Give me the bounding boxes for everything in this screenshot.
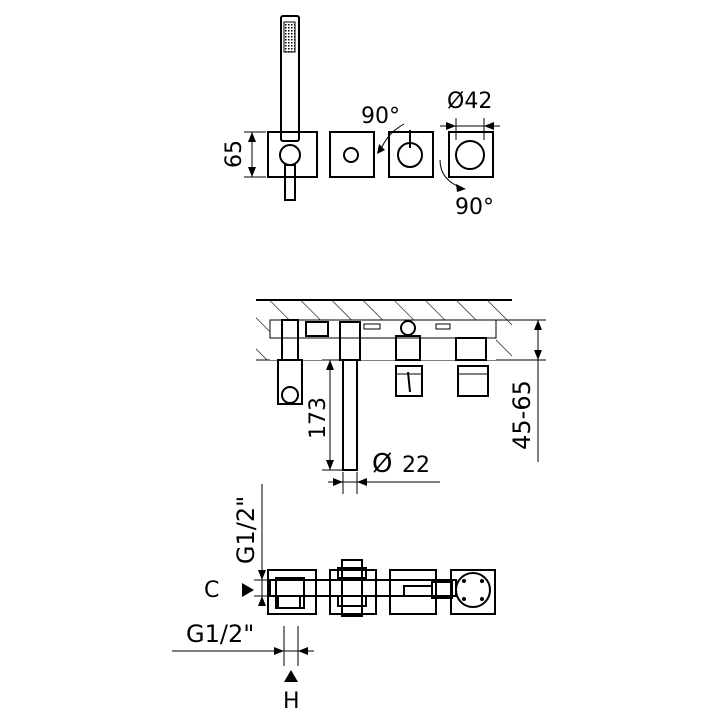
diameter-42-label: Ø42: [447, 89, 492, 114]
mixer-plate: [448, 131, 494, 178]
cold-label: C: [204, 578, 219, 603]
wall-depth-label: 45-65: [508, 380, 536, 450]
shower-hose-outlet: [284, 164, 296, 201]
spout-plate: [329, 131, 375, 178]
spout-173-label: 173: [306, 397, 331, 439]
angle-top-label: 90°: [361, 104, 400, 129]
shower-holder: [279, 144, 301, 166]
thread-bottom-label: G1/2": [186, 620, 254, 648]
body-view: G1/2" C G1/2" H: [172, 484, 496, 714]
shower-head-grid: [283, 21, 296, 53]
hot-arrow: [284, 670, 298, 682]
hand-shower: [280, 15, 300, 142]
diameter-22-label: 22: [402, 453, 430, 478]
angle-bottom-label: 90°: [455, 195, 494, 220]
body-plate-diverter: [389, 569, 437, 615]
diameter-22-symbol: Ø: [372, 449, 392, 479]
section-view: 173 Ø 22 45-65: [256, 299, 546, 494]
mixer-knob: [455, 140, 485, 170]
mixing-body: [269, 319, 497, 339]
height-65-label: 65: [222, 140, 247, 168]
diverter-knob-side: [395, 365, 423, 397]
mixer-knob-side: [457, 365, 489, 397]
shower-plate: [267, 131, 318, 178]
body-plate-shower: [267, 569, 317, 615]
mixer-cartridge: [455, 572, 491, 608]
hot-label: H: [283, 689, 300, 714]
body-plate-spout: [329, 569, 377, 615]
thread-top-label: G1/2": [232, 496, 260, 564]
cold-arrow: [242, 583, 254, 597]
spout-outlet: [343, 147, 359, 163]
front-view: 65 90° Ø42 90°: [222, 15, 500, 220]
spout: [342, 359, 358, 471]
